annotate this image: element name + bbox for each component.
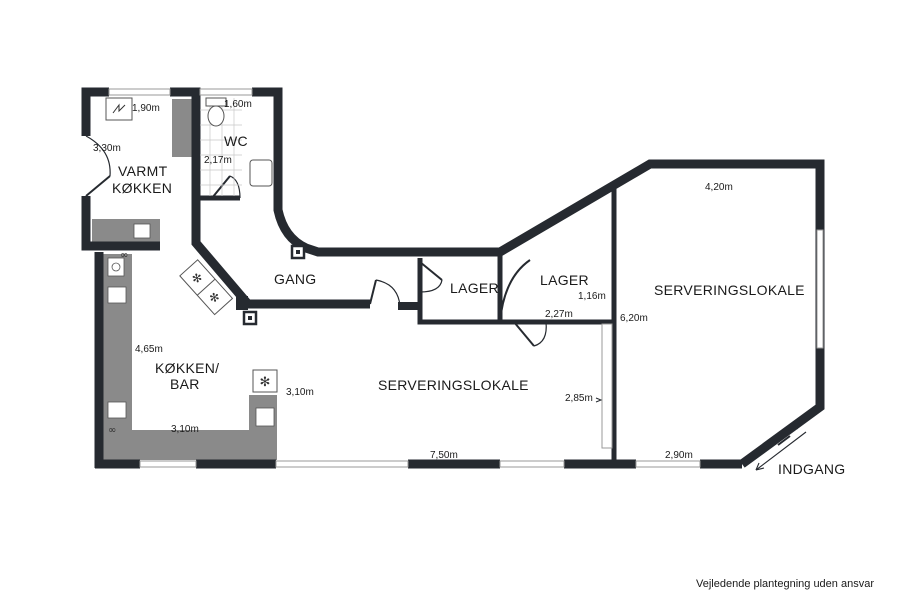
room-label-lager-2: LAGER bbox=[540, 272, 589, 288]
fixtures: ✻ ✻ ∞ ∞ ✻ bbox=[105, 97, 807, 471]
room-label-varmt: VARMT bbox=[118, 163, 168, 179]
dimension-arrow bbox=[595, 397, 603, 403]
dim-varmt-width: 1,90m bbox=[132, 103, 160, 114]
room-label-wc: WC bbox=[224, 133, 248, 149]
room-label-kokken-bar: KØKKEN/ bbox=[155, 360, 219, 376]
disclaimer-caption: Vejledende plantegning uden ansvar bbox=[696, 578, 874, 590]
sink-icon bbox=[133, 223, 151, 239]
varmt-side-counter bbox=[172, 99, 194, 157]
dim-right-width: 4,20m bbox=[705, 182, 733, 193]
infinity-icon: ∞ bbox=[108, 425, 116, 436]
dim-main-width: 7,50m bbox=[430, 450, 458, 461]
dim-lager2-depth: 1,16m bbox=[578, 291, 606, 302]
dimension-labels: 1,90m 3,30m 1,60m 2,17m 1,16m 2,27m 4,20… bbox=[93, 99, 733, 461]
room-label-gang: GANG bbox=[274, 271, 316, 287]
dim-lager2-width: 2,27m bbox=[545, 309, 573, 320]
infinity-icon: ∞ bbox=[120, 250, 128, 261]
dim-main-depth: 2,85m bbox=[565, 393, 593, 404]
fridge-icon bbox=[105, 97, 133, 121]
bar-counter-bottom bbox=[103, 430, 277, 460]
room-label-lager-1: LAGER bbox=[450, 280, 499, 296]
freezer-icon: ✻ ✻ bbox=[179, 259, 234, 316]
dim-kitchen-depth: 4,65m bbox=[135, 344, 163, 355]
sink-icon bbox=[255, 407, 275, 427]
windows bbox=[108, 88, 824, 468]
dim-kitchen-width: 3,10m bbox=[171, 424, 199, 435]
room-label-serveringslokale-right: SERVERINGSLOKALE bbox=[654, 282, 805, 298]
wc-sink-icon bbox=[249, 159, 273, 187]
freezer-icon: ✻ bbox=[252, 369, 278, 393]
appliance-icon bbox=[107, 257, 125, 277]
room-label-serveringslokale-main: SERVERINGSLOKALE bbox=[378, 377, 529, 393]
room-label-kokken-hot: KØKKEN bbox=[112, 180, 172, 196]
bar-counter-left bbox=[103, 254, 132, 450]
dim-right-depth: 6,20m bbox=[620, 313, 648, 324]
room-labels: VARMT KØKKEN WC GANG LAGER LAGER SERVERI… bbox=[112, 133, 845, 477]
vent-icon bbox=[242, 244, 306, 326]
doors bbox=[85, 135, 547, 347]
sink-icon bbox=[107, 401, 127, 419]
walls bbox=[81, 87, 825, 469]
dim-wc-depth: 2,17m bbox=[204, 155, 232, 166]
svg-text:✻: ✻ bbox=[260, 375, 271, 390]
dim-wc-width: 1,60m bbox=[224, 99, 252, 110]
entrance-arrow-icon bbox=[749, 421, 807, 471]
sink-icon bbox=[107, 286, 127, 304]
toilet-icon bbox=[205, 97, 227, 127]
dim-bar-depth: 3,10m bbox=[286, 387, 314, 398]
room-label-bar: BAR bbox=[170, 376, 200, 392]
dim-entrance-width: 2,90m bbox=[665, 450, 693, 461]
room-label-indgang: INDGANG bbox=[778, 461, 845, 477]
dim-varmt-depth: 3,30m bbox=[93, 143, 121, 154]
